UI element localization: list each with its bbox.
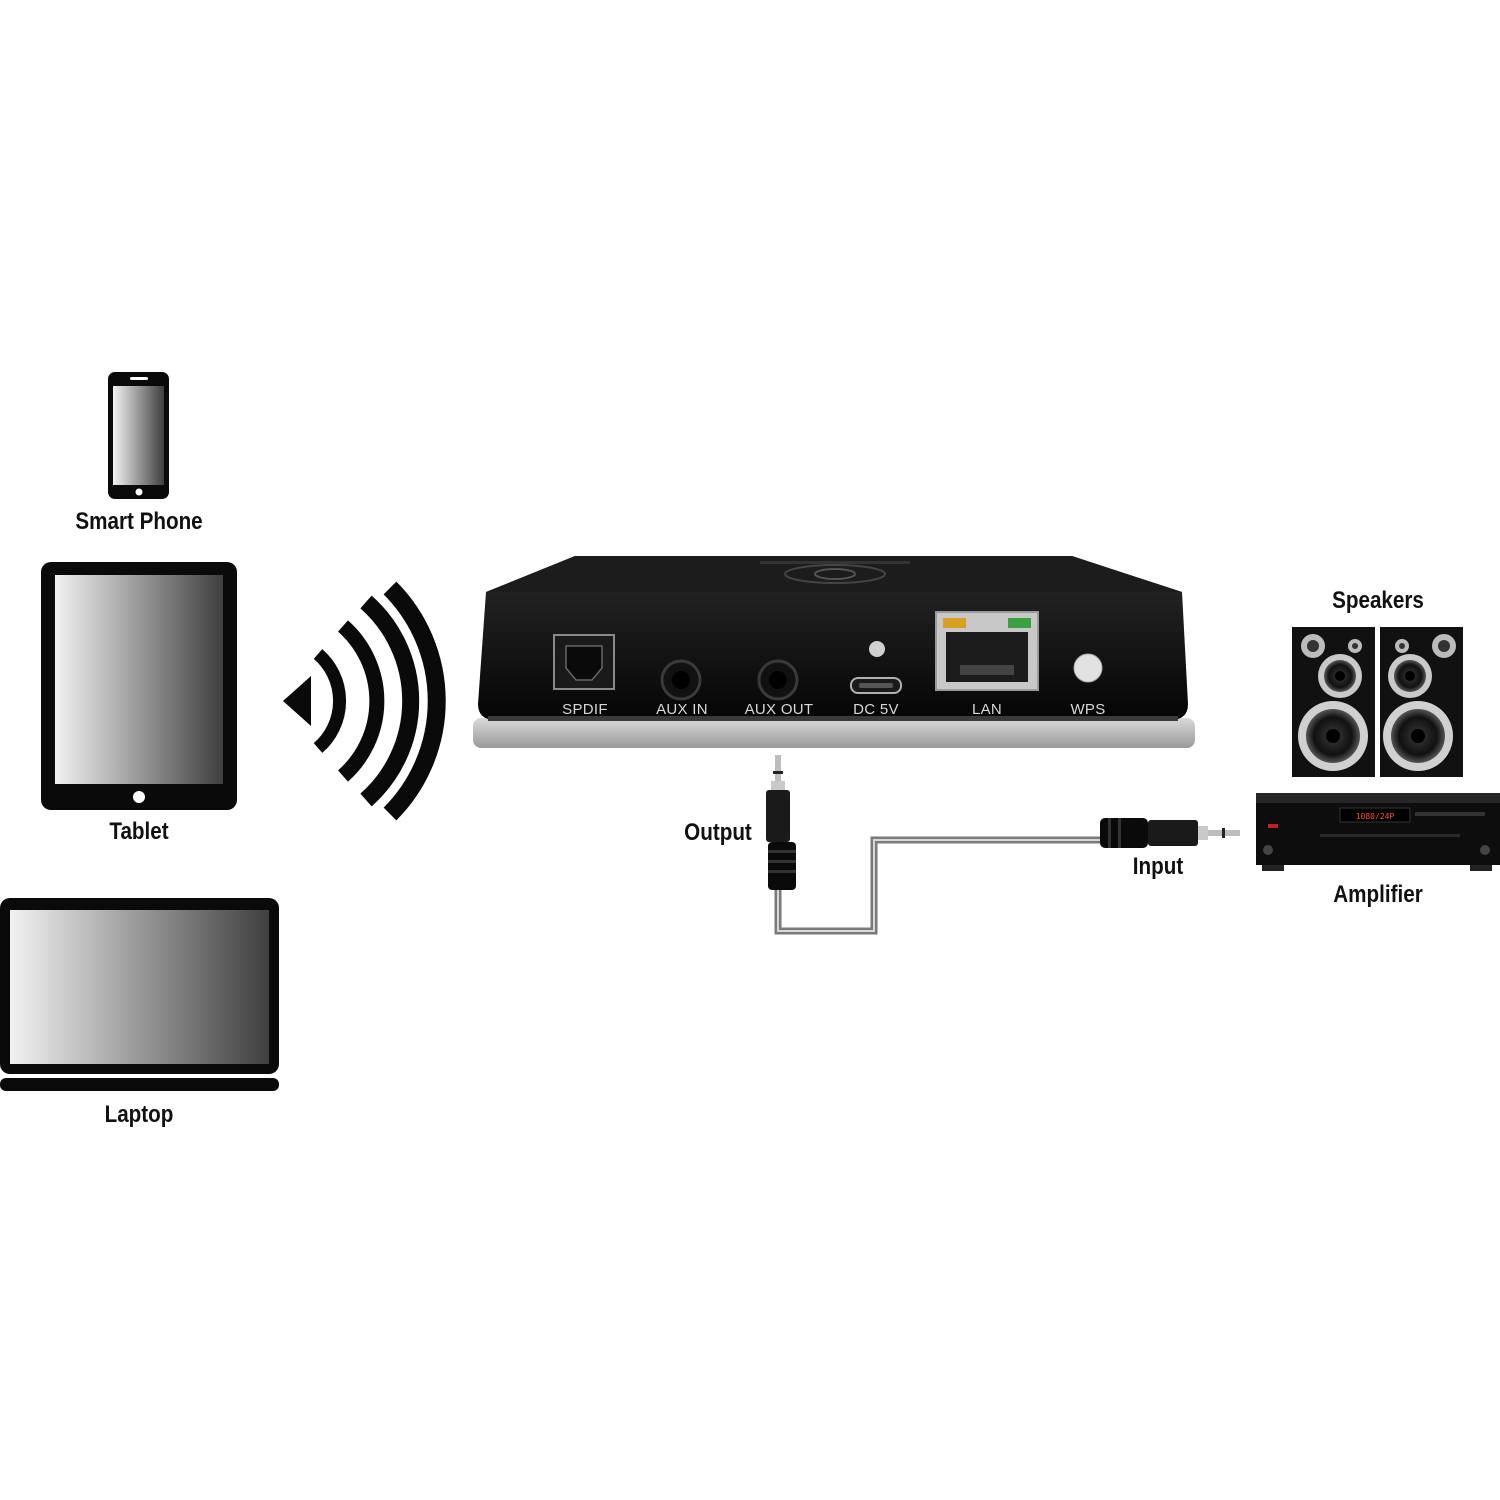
wps-button (1073, 653, 1103, 683)
wifi-signal-icon (283, 581, 446, 821)
tablet-label: Tablet (109, 818, 169, 845)
smart-phone-label: Smart Phone (75, 508, 203, 535)
laptop-icon (0, 898, 279, 1091)
port-label-lan: LAN (972, 701, 1002, 718)
port-label-dc-5v: DC 5V (853, 701, 899, 718)
speakers-label: Speakers (1332, 587, 1424, 614)
speaker-icon (1292, 627, 1375, 777)
output-jack-plug-icon (766, 755, 796, 890)
port-label-aux-in: AUX IN (656, 701, 708, 718)
speaker-icon (1380, 627, 1463, 777)
port-label-wps: WPS (1070, 701, 1105, 718)
spdif-port (553, 634, 615, 690)
amplifier-icon: 1080/24P (1256, 793, 1500, 871)
port-label-aux-out: AUX OUT (745, 701, 814, 718)
smartphone-icon (108, 372, 169, 499)
laptop-label: Laptop (104, 1101, 174, 1128)
output-label: Output (684, 819, 752, 846)
port-label-spdif: SPDIF (562, 701, 608, 718)
amplifier-label: Amplifier (1333, 881, 1423, 908)
input-jack-plug-icon (1100, 818, 1240, 848)
dc-5v-port (850, 641, 902, 694)
aux-in-port (660, 659, 702, 701)
audio-streamer-device: SPDIF AUX IN AUX OUT DC 5V LAN WPS (473, 556, 1195, 748)
input-label: Input (1132, 853, 1184, 880)
amplifier-display: 1080/24P (1356, 812, 1395, 821)
lan-port (935, 611, 1039, 691)
aux-out-port (757, 659, 799, 701)
tablet-icon (41, 562, 237, 810)
audio-cable (774, 836, 1102, 935)
